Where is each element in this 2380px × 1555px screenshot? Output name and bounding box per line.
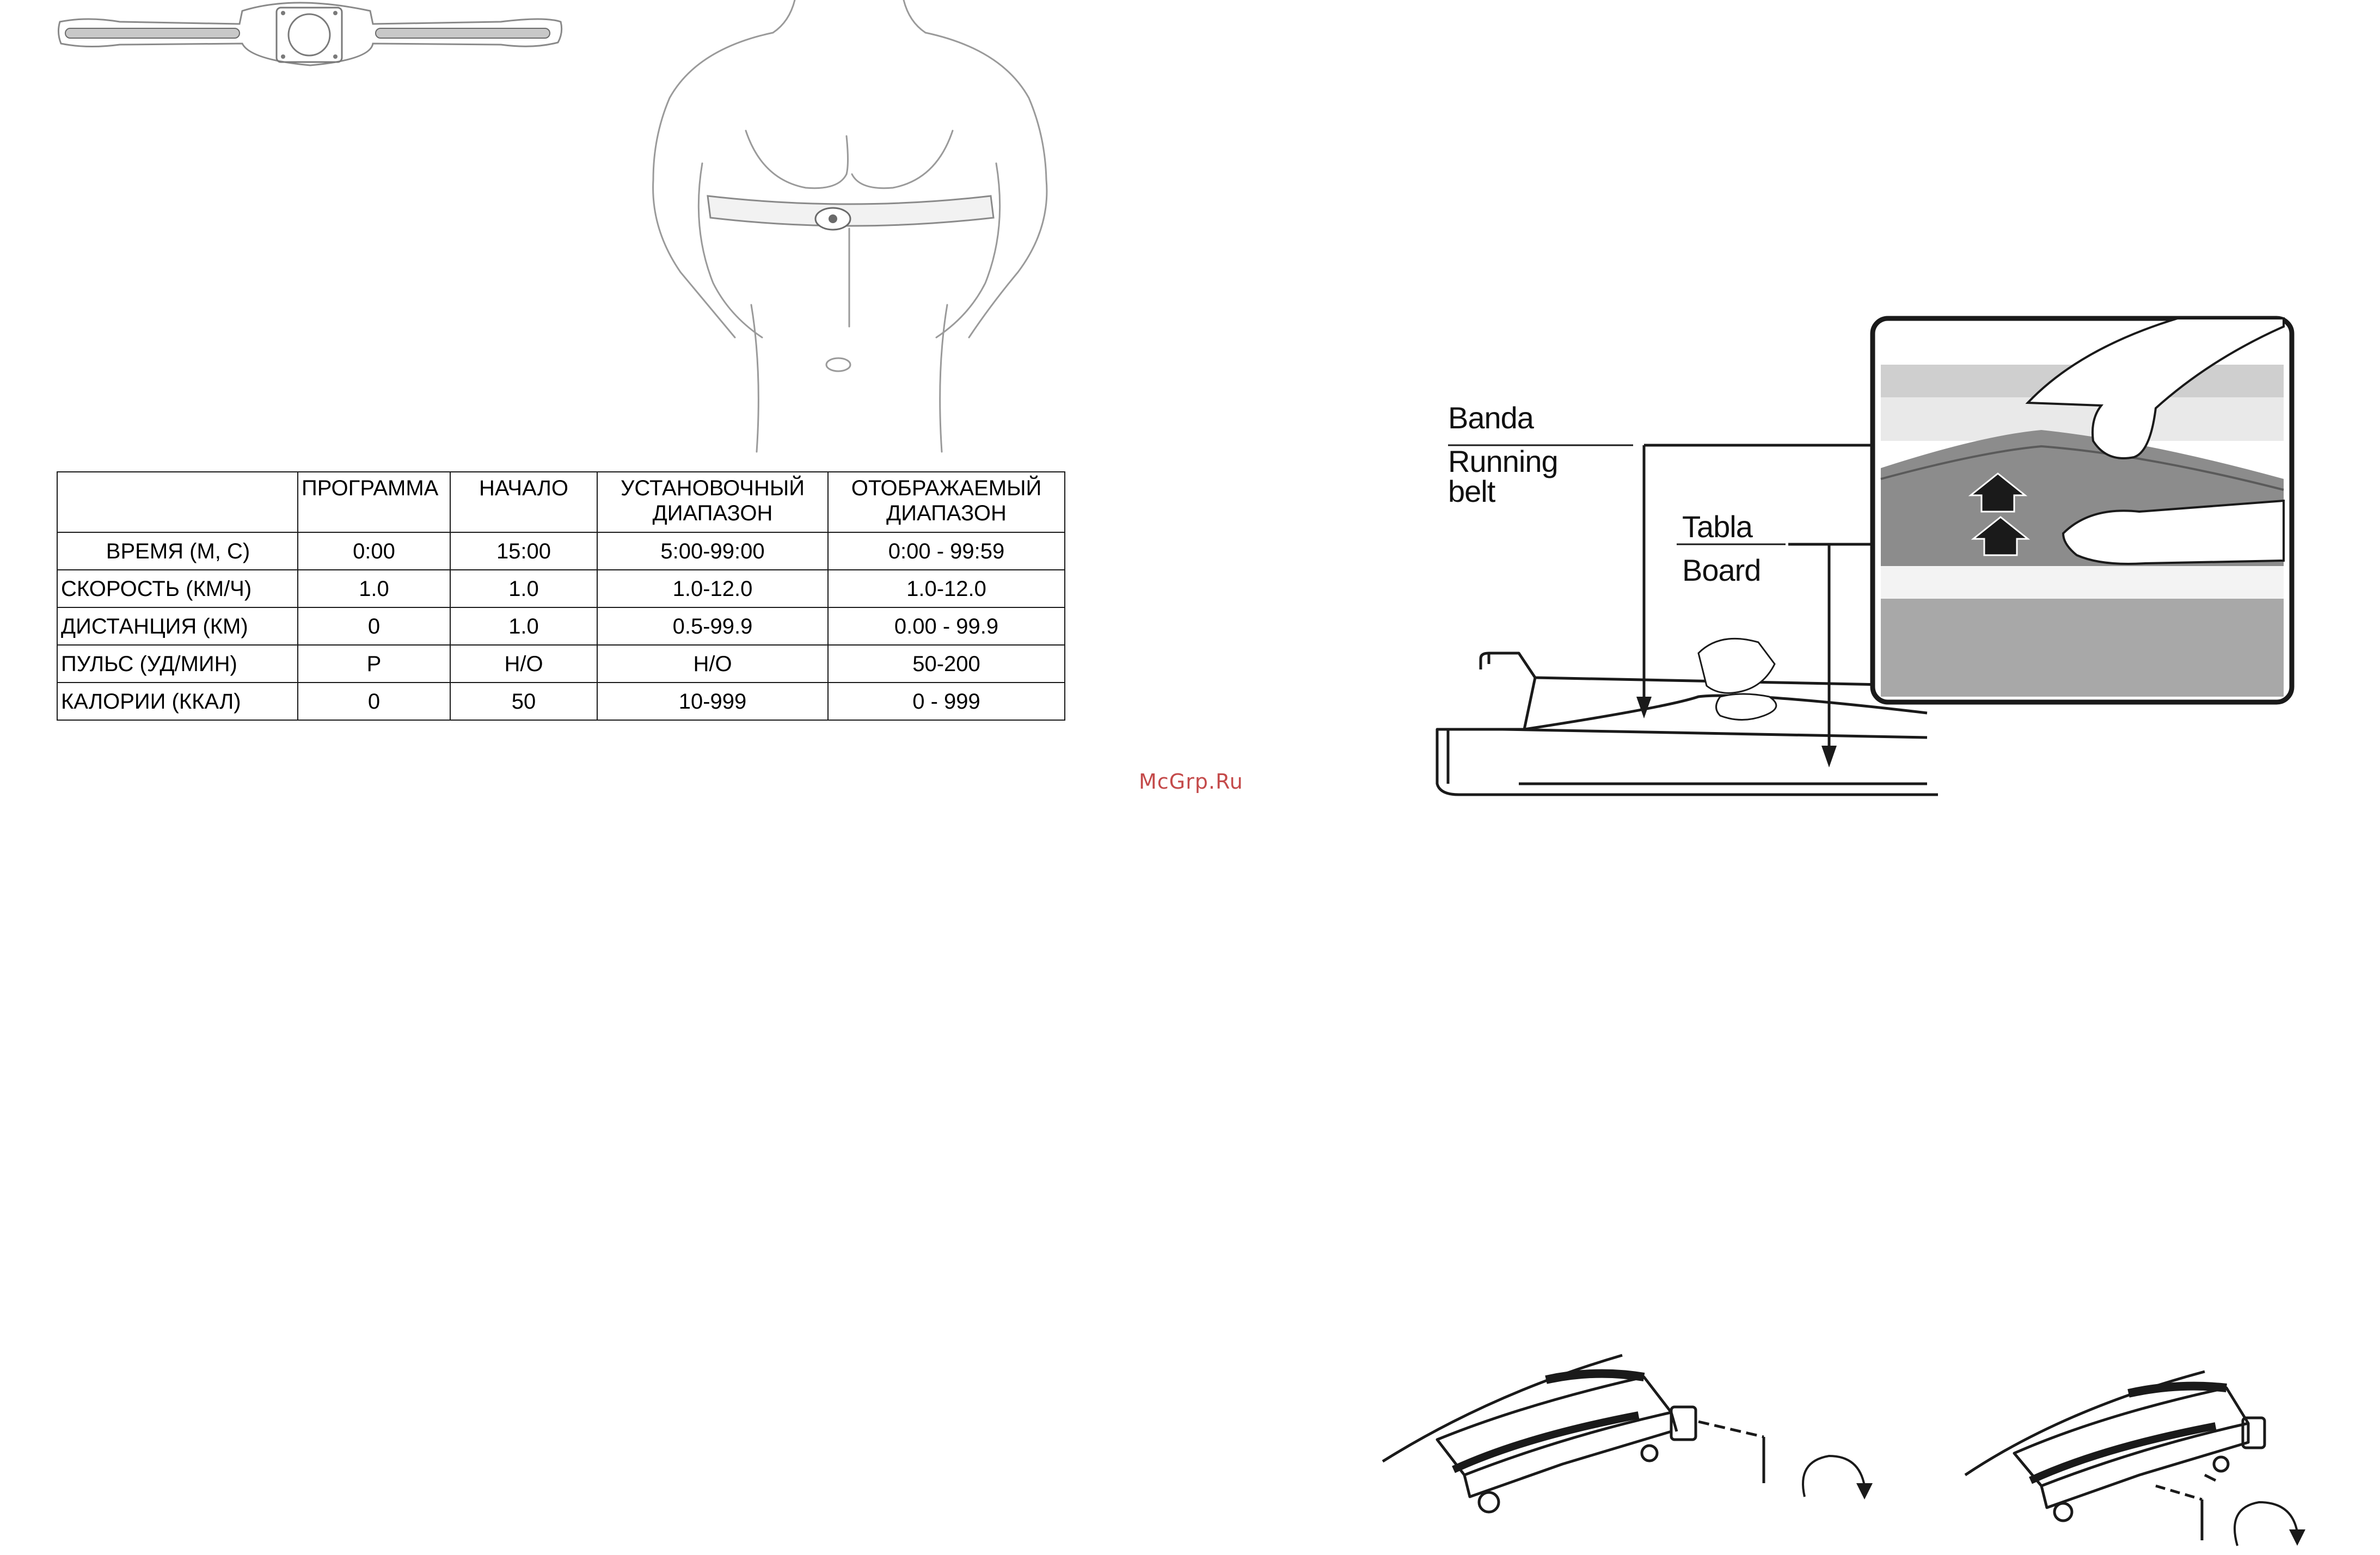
row-label-time: ВРЕМЯ (М, С) <box>57 532 298 570</box>
table-cell: 1.0 <box>450 607 598 646</box>
table-header-row: ПРОГРАММА НАЧАЛО УСТАНОВОЧНЫЙ ДИАПАЗОН О… <box>57 471 1065 533</box>
label-board: Board <box>1682 553 1761 587</box>
header-display-range-line1: ОТОБРАЖАЕМЫЙ <box>851 476 1042 500</box>
row-label-pulse: ПУЛЬС (УД/МИН) <box>57 644 298 683</box>
table-row: КАЛОРИИ (ККАЛ) 0 50 10-999 0 - 999 <box>57 682 1065 721</box>
table-cell: 1.0 <box>450 569 598 608</box>
label-running-line2: belt <box>1448 474 1495 508</box>
table-cell: 0:00 - 99:59 <box>827 532 1065 570</box>
torso-with-chest-strap-illustration <box>652 0 1048 453</box>
header-start: НАЧАЛО <box>450 471 598 533</box>
header-empty <box>57 471 298 533</box>
table-cell: Н/О <box>450 644 598 683</box>
header-setting-range-line2: ДИАПАЗОН <box>652 501 773 525</box>
table-cell: 50-200 <box>827 644 1065 683</box>
table-cell: 5:00-99:00 <box>597 532 829 570</box>
label-running-line1: Running <box>1448 444 1559 478</box>
watermark-link[interactable]: McGrp.Ru <box>1139 770 1243 794</box>
row-label-speed: СКОРОСТЬ (КМ/Ч) <box>57 569 298 608</box>
table-cell: 1.0-12.0 <box>597 569 829 608</box>
table-cell: 0 <box>297 682 451 721</box>
row-label-calories: КАЛОРИИ (ККАЛ) <box>57 682 298 721</box>
row-label-distance: ДИСТАНЦИЯ (КМ) <box>57 607 298 646</box>
belt-adjustment-right-illustration <box>1964 1370 2305 1546</box>
table-cell: 50 <box>450 682 598 721</box>
chest-strap-illustration <box>57 2 563 66</box>
table-row: ПУЛЬС (УД/МИН) P Н/О Н/О 50-200 <box>57 644 1065 683</box>
table-cell: 0.00 - 99.9 <box>827 607 1065 646</box>
header-program: ПРОГРАММА <box>297 471 451 533</box>
label-tabla: Tabla <box>1682 509 1753 544</box>
header-display-range-line2: ДИАПАЗОН <box>886 501 1007 525</box>
table-cell: 0:00 <box>297 532 451 570</box>
table-cell: 15:00 <box>450 532 598 570</box>
label-banda: Banda <box>1448 401 1534 435</box>
table-cell: 0 <box>297 607 451 646</box>
table-row: ВРЕМЯ (М, С) 0:00 15:00 5:00-99:00 0:00 … <box>57 532 1065 570</box>
specification-table: ПРОГРАММА НАЧАЛО УСТАНОВОЧНЫЙ ДИАПАЗОН О… <box>57 471 1065 721</box>
header-setting-range-line1: УСТАНОВОЧНЫЙ <box>620 476 805 500</box>
table-cell: Н/О <box>597 644 829 683</box>
table-cell: 10-999 <box>597 682 829 721</box>
header-display-range: ОТОБРАЖАЕМЫЙ ДИАПАЗОН <box>827 471 1065 533</box>
table-cell: 0.5-99.9 <box>597 607 829 646</box>
header-setting-range: УСТАНОВОЧНЫЙ ДИАПАЗОН <box>597 471 829 533</box>
inset-photo <box>1870 316 2295 705</box>
belt-adjustment-left-illustration <box>1382 1354 1873 1514</box>
table-cell: P <box>297 644 451 683</box>
treadmill-belt-board-illustration <box>1436 316 2295 796</box>
table-row: ДИСТАНЦИЯ (КМ) 0 1.0 0.5-99.9 0.00 - 99.… <box>57 607 1065 646</box>
table-cell: 1.0 <box>297 569 451 608</box>
table-row: СКОРОСТЬ (КМ/Ч) 1.0 1.0 1.0-12.0 1.0-12.… <box>57 569 1065 608</box>
table-cell: 1.0-12.0 <box>827 569 1065 608</box>
table-cell: 0 - 999 <box>827 682 1065 721</box>
